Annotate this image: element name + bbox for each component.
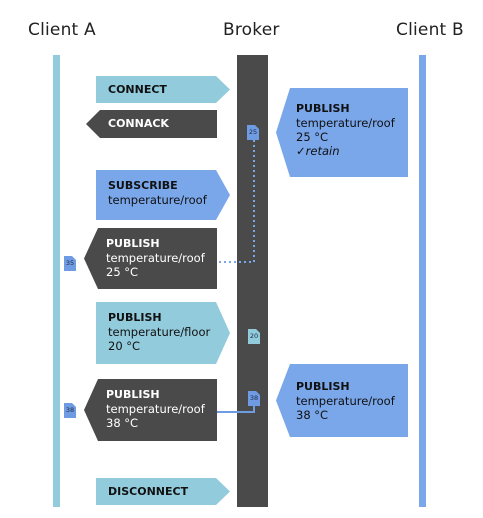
client-a-badge-38: 38 [64,403,76,418]
broker-header: Broker [223,20,280,40]
disconnect-message: DISCONNECT [96,478,230,505]
publish-topic: temperature/roof [106,402,205,416]
connect-label: CONNECT [108,82,167,96]
subscribe-topic: temperature/roof [108,193,207,207]
publish-topic: temperature/roof [296,116,395,130]
publish-roof-38-to-a-message: PUBLISH temperature/roof 38 °C [84,379,217,441]
retain-flag: ✓retain [296,144,340,158]
publish-label: PUBLISH [108,311,162,324]
publish-value: 38 °C [296,408,329,422]
publish-topic: temperature/roof [106,251,205,265]
retained-dotted-connector [217,140,255,263]
publish-topic: temperature/floor [108,325,211,339]
publish-roof-38-from-b-message: PUBLISH temperature/roof 38 °C [276,364,408,437]
client-b-header: Client B [396,20,464,40]
publish-retain-from-b-message: PUBLISH temperature/roof 25 °C ✓retain [276,88,408,177]
publish-label: PUBLISH [106,237,160,250]
broker-badge-20: 20 [248,329,260,344]
client-b-lifeline [419,55,426,507]
connack-label: CONNACK [108,117,169,130]
connack-message: CONNACK [86,110,217,138]
publish-value: 38 °C [106,416,139,430]
publish-label: PUBLISH [296,102,350,115]
client-a-badge-35: 35 [64,256,76,271]
publish-value: 25 °C [106,265,139,279]
subscribe-message: SUBSCRIBE temperature/roof [96,170,230,220]
publish-value: 20 °C [108,339,141,353]
client-a-lifeline [53,55,60,507]
client-a-header: Client A [28,20,96,40]
publish-floor-20-message: PUBLISH temperature/floor 20 °C [96,302,230,364]
disconnect-label: DISCONNECT [108,484,189,498]
publish-topic: temperature/roof [296,394,395,408]
subscribe-label: SUBSCRIBE [108,179,178,192]
publish-label: PUBLISH [296,380,350,393]
broker-badge-38: 38 [248,391,260,406]
retained-message-badge: 25 [247,125,259,140]
connect-message: CONNECT [96,76,230,103]
publish-38-connector [217,406,255,413]
publish-roof-25-message: PUBLISH temperature/roof 25 °C [84,228,217,289]
publish-value: 25 °C [296,130,329,144]
publish-label: PUBLISH [106,388,160,401]
